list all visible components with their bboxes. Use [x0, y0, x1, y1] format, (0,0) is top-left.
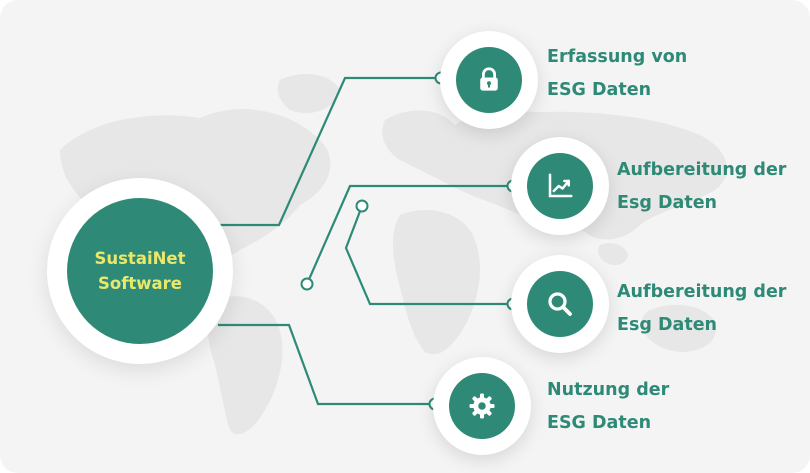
- lock-icon: [480, 67, 498, 91]
- connector-line-1: [220, 76, 441, 227]
- node-label-3-line2: Esg Daten: [617, 315, 718, 335]
- node-label-1-line1: Erfassung von: [547, 47, 688, 67]
- node-label-1: Erfassung von ESG Daten: [547, 41, 687, 107]
- connector-line-3: [344, 205, 513, 306]
- node-search: [527, 271, 593, 337]
- hub-circle: SustaiNet Software: [67, 198, 213, 344]
- node-label-1-line2: ESG Daten: [547, 80, 652, 100]
- chart-icon: [548, 173, 573, 198]
- node-label-2-line1: Aufbereitung der: [617, 160, 787, 180]
- node-gear: [449, 373, 515, 439]
- gear-icon: [469, 393, 495, 419]
- hub-title-line1: SustaiNet: [94, 249, 186, 268]
- node-chart: [527, 153, 593, 219]
- node-label-3: Aufbereitung der Esg Daten: [617, 276, 786, 342]
- hub-title-line2: Software: [98, 274, 182, 293]
- node-label-3-line1: Aufbereitung der: [617, 282, 787, 302]
- connector-dot-6: [355, 199, 369, 213]
- node-label-4: Nutzung der ESG Daten: [547, 374, 669, 440]
- connector-line-4: [218, 323, 435, 406]
- node-label-2: Aufbereitung der Esg Daten: [617, 154, 786, 220]
- node-lock: [456, 47, 522, 113]
- node-label-4-line1: Nutzung der: [547, 380, 670, 400]
- node-label-2-line2: Esg Daten: [617, 193, 718, 213]
- connector-dot-5: [300, 277, 314, 291]
- connector-line-2: [305, 184, 513, 285]
- search-icon: [548, 292, 572, 316]
- node-label-4-line2: ESG Daten: [547, 413, 652, 433]
